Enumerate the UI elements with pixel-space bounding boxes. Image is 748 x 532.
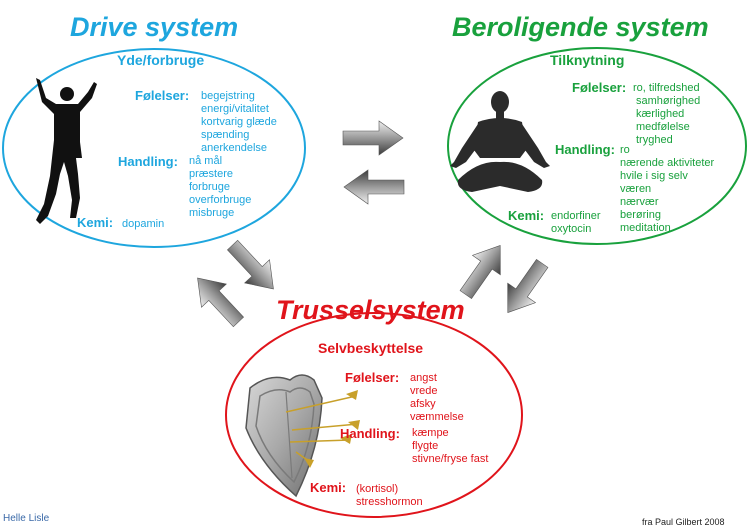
soothing-chem-label: Kemi: [508,208,545,223]
drive-feeling: begejstring [201,90,255,102]
soothing-feelings-list: ro, tilfredshed samhørighed kærlighed me… [633,82,700,147]
soothing-chem: endorfiner [551,210,601,222]
drive-title: Drive system [70,12,239,42]
arrow-icon [343,169,405,205]
drive-action: misbruge [189,207,235,219]
soothing-feeling: ro, tilfredshed [633,82,700,94]
source-credit: fra Paul Gilbert 2008 [642,517,725,527]
threat-action-label: Handling: [340,426,400,441]
threat-feelings-list: angst vrede afsky væmmelse [410,372,464,424]
drive-feeling: kortvarig glæde [201,116,277,128]
drive-chem: dopamin [122,218,165,230]
drive-actions-list: nå mål præstere forbruge overforbruge mi… [189,155,251,220]
arrow-icon [342,120,404,156]
runner-icon [36,78,97,224]
drive-chem-label: Kemi: [77,215,114,230]
threat-feeling: afsky [410,398,436,410]
threat-action: stivne/fryse fast [412,453,489,465]
threat-feeling: væmmelse [410,411,464,423]
drive-action: præstere [189,168,234,180]
arrow-icon [219,232,287,302]
drive-feeling: anerkendelse [201,142,268,154]
soothing-feeling: medfølelse [636,121,690,133]
threat-ellipse [225,312,523,518]
soothing-feeling: samhørighed [636,95,701,107]
threat-subtitle: Selvbeskyttelse [318,340,424,356]
drive-feelings-list: begejstring energi/vitalitet kortvarig g… [201,90,277,155]
soothing-feeling: tryghed [636,134,673,146]
threat-actions-list: kæmpe flygte stivne/fryse fast [412,427,488,466]
threat-action: flygte [412,440,439,452]
threat-action: kæmpe [412,427,449,439]
threat-chem: (kortisol) [356,483,399,495]
threat-feeling: vrede [410,385,438,397]
threat-feelings-label: Følelser: [345,370,400,385]
drive-feelings-label: Følelser: [135,88,190,103]
soothing-feeling: kærlighed [636,108,685,120]
soothing-ellipse [447,47,747,245]
drive-action: forbruge [189,181,230,193]
shield-icon [245,374,360,498]
drive-action: nå mål [189,155,223,167]
threat-title: Trusselsystem [276,295,465,325]
meditation-icon [450,91,550,192]
drive-ellipse [2,48,306,248]
soothing-title: Beroligende system [452,12,709,42]
drive-action-label: Handling: [118,154,178,169]
soothing-action: væren [620,183,652,195]
soothing-feelings-label: Følelser: [572,80,627,95]
soothing-action: ro [620,144,630,156]
soothing-action-label: Handling: [555,142,615,157]
arrow-icon [184,265,252,335]
drive-subtitle: Yde/forbruge [117,52,205,68]
soothing-action: nærvær [620,196,659,208]
soothing-action: nærende aktiviteter [620,157,715,169]
soothing-chem: oxytocin [551,223,592,235]
threat-feeling: angst [410,372,437,384]
soothing-action: meditation [620,222,671,234]
author-credit: Helle Lisle [3,513,50,524]
drive-feeling: spænding [201,129,250,141]
soothing-chem-list: endorfiner oxytocin [551,210,601,236]
soothing-subtitle: Tilknytning [550,52,625,68]
threat-chem: stresshormon [356,496,423,508]
drive-feeling: energi/vitalitet [201,103,269,115]
threat-chem-label: Kemi: [310,480,347,495]
soothing-action: hvile i sig selv [620,170,688,182]
threat-chem-list: (kortisol) stresshormon [356,483,423,509]
soothing-action: berøring [620,209,661,221]
arrow-icon [493,253,557,323]
drive-action: overforbruge [189,194,252,206]
soothing-actions-list: ro nærende aktiviteter hvile i sig selv … [620,144,714,235]
